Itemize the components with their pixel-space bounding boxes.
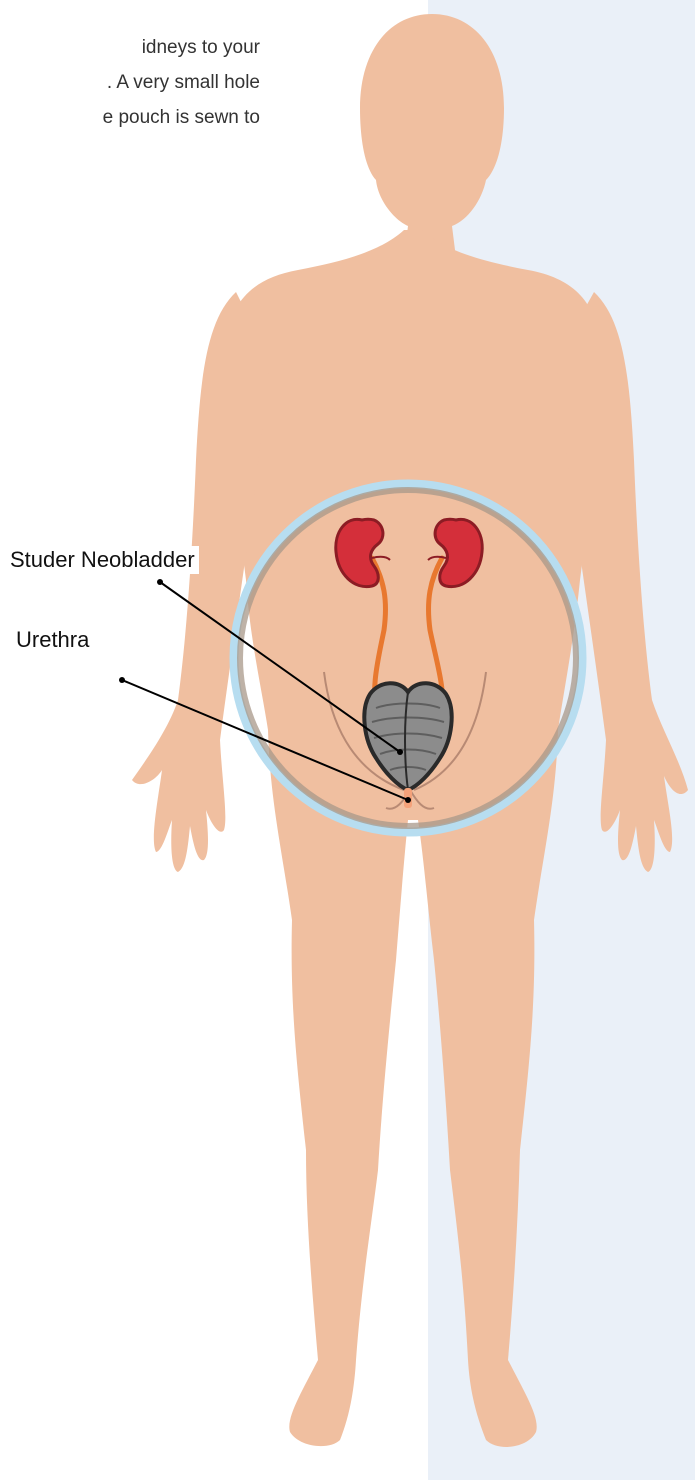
urethra-label: Urethra: [12, 626, 93, 654]
torso-and-legs: [226, 230, 600, 1447]
neobladder-label: Studer Neobladder: [6, 546, 199, 574]
head: [360, 14, 504, 258]
